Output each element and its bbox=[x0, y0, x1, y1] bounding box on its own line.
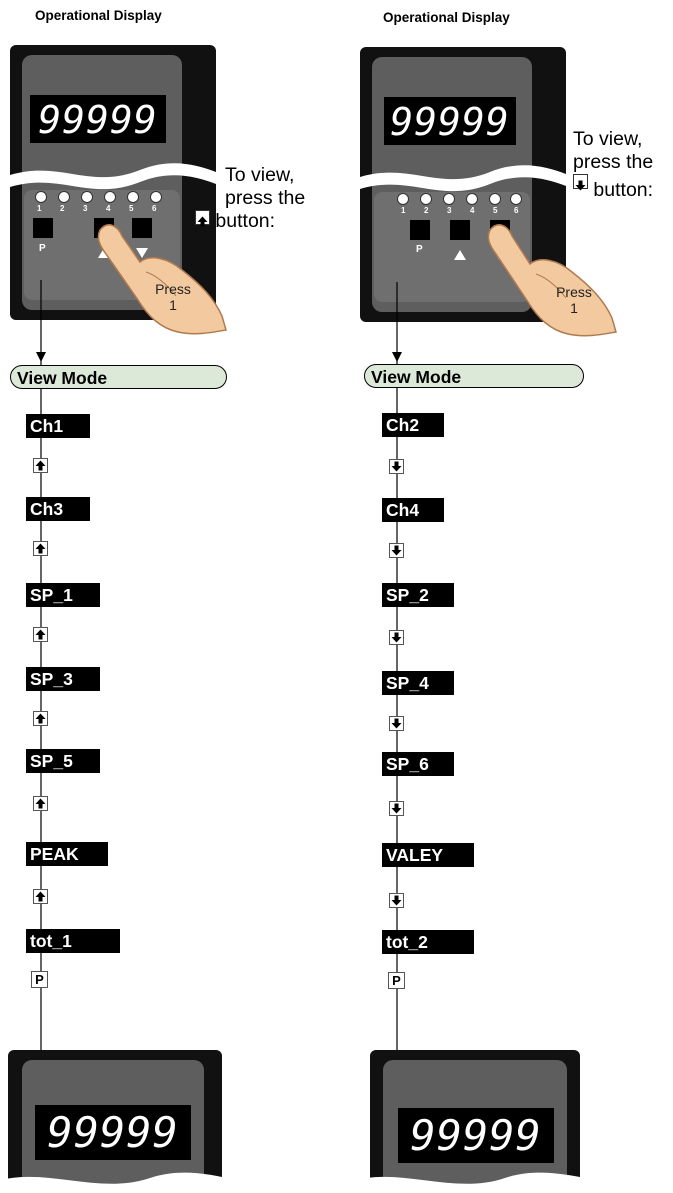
led-3 bbox=[81, 191, 93, 203]
led-6 bbox=[510, 193, 522, 205]
down-arrow-key-icon bbox=[573, 174, 588, 191]
right-param-3: SP_2 bbox=[382, 583, 454, 607]
press-text: Press bbox=[155, 281, 191, 297]
instruction-line-3: button: bbox=[215, 210, 276, 232]
led-label-3: 3 bbox=[447, 206, 452, 215]
down-arrow-key-icon bbox=[389, 543, 404, 558]
down-arrow-key-icon bbox=[389, 893, 404, 908]
down-triangle-icon bbox=[136, 248, 148, 258]
right-display-value: 99999 bbox=[390, 100, 510, 144]
up-arrow-key-icon bbox=[33, 711, 48, 726]
right-view-mode: View Mode bbox=[364, 364, 584, 388]
up-triangle-icon bbox=[454, 250, 466, 260]
right-param-5: SP_6 bbox=[382, 752, 454, 776]
led-5 bbox=[489, 193, 501, 205]
p-key[interactable] bbox=[33, 218, 53, 238]
press-count: 1 bbox=[169, 297, 177, 313]
p-key-icon: P bbox=[31, 971, 48, 988]
up-arrow-key-icon bbox=[33, 458, 48, 473]
led-3 bbox=[443, 193, 455, 205]
led-1 bbox=[397, 193, 409, 205]
left-press-label: Press 1 bbox=[148, 281, 198, 313]
left-param-5: SP_5 bbox=[26, 749, 100, 773]
instruction-line-3: button: bbox=[593, 179, 654, 201]
led-label-1: 1 bbox=[401, 206, 406, 215]
right-press-label: Press 1 bbox=[549, 284, 599, 316]
led-label-6: 6 bbox=[152, 204, 157, 213]
left-param-4: SP_3 bbox=[26, 667, 100, 691]
left-meter-device bbox=[10, 45, 227, 335]
right-bottom-display-value: 99999 bbox=[410, 1111, 542, 1160]
down-arrow-key-icon bbox=[389, 459, 404, 474]
left-view-mode: View Mode bbox=[10, 365, 227, 389]
instruction-line-1: To view, bbox=[573, 128, 643, 150]
led-label-4: 4 bbox=[106, 204, 111, 213]
down-arrow-key-icon bbox=[389, 716, 404, 731]
left-param-3: SP_1 bbox=[26, 583, 100, 607]
down-arrow-key-icon bbox=[389, 630, 404, 645]
up-arrow-key-icon bbox=[33, 627, 48, 642]
up-arrow-key-icon bbox=[33, 541, 48, 556]
left-p-key-label: P bbox=[39, 243, 46, 254]
up-key[interactable] bbox=[450, 220, 470, 240]
p-key-icon: P bbox=[388, 972, 405, 989]
up-arrow-key-icon bbox=[195, 210, 210, 227]
led-label-6: 6 bbox=[514, 206, 519, 215]
right-param-6: VALEY bbox=[382, 843, 474, 867]
led-label-5: 5 bbox=[493, 206, 498, 215]
led-label-5: 5 bbox=[129, 204, 134, 213]
led-label-1: 1 bbox=[37, 204, 42, 213]
right-title: Operational Display bbox=[383, 10, 510, 25]
right-p-key-label: P bbox=[416, 244, 423, 255]
left-param-6: PEAK bbox=[26, 842, 108, 866]
led-label-4: 4 bbox=[470, 206, 475, 215]
p-key[interactable] bbox=[410, 220, 430, 240]
led-4 bbox=[466, 193, 478, 205]
right-param-1: Ch2 bbox=[382, 413, 444, 437]
led-label-2: 2 bbox=[424, 206, 429, 215]
right-param-7: tot_2 bbox=[382, 930, 474, 954]
left-instruction: To view, press the button: bbox=[195, 164, 306, 233]
left-display-value: 99999 bbox=[38, 98, 158, 142]
led-5 bbox=[127, 191, 139, 203]
pointing-hand-icon bbox=[97, 224, 227, 335]
up-arrow-key-icon bbox=[33, 796, 48, 811]
pointing-hand-icon bbox=[487, 224, 617, 337]
instruction-line-2: press the bbox=[225, 187, 306, 209]
right-bottom-meter bbox=[355, 1050, 595, 1193]
down-arrow-key-icon bbox=[389, 801, 404, 816]
press-count: 1 bbox=[570, 300, 578, 316]
left-title: Operational Display bbox=[35, 8, 162, 23]
left-bottom-meter bbox=[0, 1050, 235, 1193]
up-arrow-key-icon bbox=[33, 889, 48, 904]
instruction-line-2: press the bbox=[573, 151, 654, 173]
instruction-line-1: To view, bbox=[225, 164, 295, 186]
left-param-2: Ch3 bbox=[26, 497, 90, 521]
led-label-2: 2 bbox=[60, 204, 65, 213]
left-param-7: tot_1 bbox=[26, 929, 120, 953]
led-6 bbox=[150, 191, 162, 203]
led-2 bbox=[420, 193, 432, 205]
left-bottom-display-value: 99999 bbox=[47, 1108, 179, 1157]
right-param-4: SP_4 bbox=[382, 671, 454, 695]
led-2 bbox=[58, 191, 70, 203]
led-4 bbox=[104, 191, 116, 203]
left-param-1: Ch1 bbox=[26, 414, 90, 438]
led-label-3: 3 bbox=[83, 204, 88, 213]
right-meter-device bbox=[360, 47, 617, 337]
down-key[interactable] bbox=[132, 218, 152, 238]
led-1 bbox=[35, 191, 47, 203]
press-text: Press bbox=[556, 284, 592, 300]
right-instruction: To view, press the button: bbox=[573, 128, 653, 202]
right-param-2: Ch4 bbox=[382, 498, 444, 522]
